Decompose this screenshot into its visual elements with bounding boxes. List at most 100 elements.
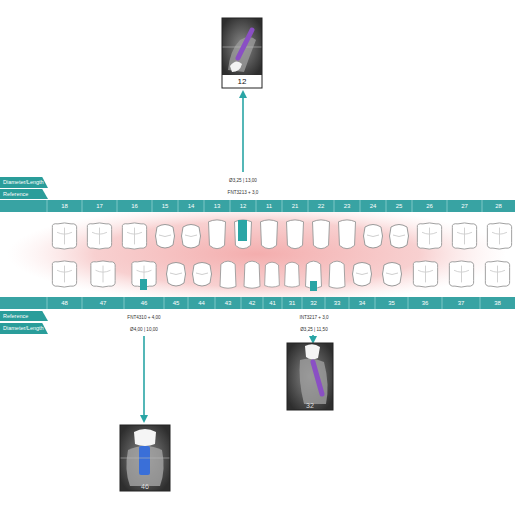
tooth-number: 32 (302, 297, 325, 309)
tooth (449, 261, 474, 287)
tooth-number: 15 (152, 200, 178, 212)
tooth (487, 223, 512, 249)
header-tab: Diameter/Length (0, 177, 48, 188)
tooth-number: 24 (360, 200, 386, 212)
implant-spec: FNT3213 + 3,0 (213, 190, 273, 195)
ct-thumbnail: 46 (120, 425, 170, 491)
tooth-number: 18 (47, 200, 82, 212)
tooth-number: 44 (188, 297, 215, 309)
tab-label: Diameter/Length (3, 325, 44, 331)
leader-arrow (143, 336, 145, 421)
tooth-number: 32 (287, 401, 333, 410)
tooth-number: 27 (447, 200, 482, 212)
tooth-number: 48 (47, 297, 82, 309)
tooth-number: 43 (215, 297, 241, 309)
tooth-number: 36 (408, 297, 442, 309)
tooth (91, 261, 116, 287)
tooth (182, 225, 201, 249)
tooth (193, 263, 212, 287)
tooth (156, 225, 175, 249)
tooth-number: 12 (222, 75, 262, 88)
ct-thumbnail: 12 (222, 18, 262, 88)
tooth-number: 46 (124, 297, 164, 309)
ct-image (222, 18, 262, 88)
tooth (339, 220, 356, 249)
tooth-number: 42 (241, 297, 263, 309)
tooth-number: 41 (263, 297, 282, 309)
tooth-number: 23 (334, 200, 360, 212)
tooth-number: 46 (120, 482, 170, 491)
implant-spec: Ø3,25 | 13,00 (213, 178, 273, 183)
tooth (390, 225, 409, 249)
tooth-number: 14 (178, 200, 204, 212)
ct-image (287, 343, 333, 410)
tooth (52, 223, 77, 249)
tooth-number: 28 (482, 200, 515, 212)
tab-label: Reference (3, 191, 28, 197)
tooth-number: 17 (82, 200, 117, 212)
tooth-number-band (0, 297, 515, 309)
tooth (329, 261, 345, 288)
tooth-number: 12 (230, 200, 256, 212)
tab-label: Reference (3, 313, 28, 319)
tooth (452, 223, 477, 249)
tooth-number: 45 (164, 297, 188, 309)
tooth-number: 25 (386, 200, 412, 212)
tooth-number: 37 (442, 297, 480, 309)
tooth-number: 33 (325, 297, 349, 309)
tooth (52, 261, 77, 287)
leader-arrow (312, 335, 314, 342)
implant-marker (310, 281, 317, 291)
tab-label: Diameter/Length (3, 179, 44, 185)
tooth-number: 26 (412, 200, 447, 212)
tooth-number: 16 (117, 200, 152, 212)
tooth (285, 262, 300, 287)
tooth-number: 22 (308, 200, 334, 212)
tooth-number: 21 (282, 200, 308, 212)
tooth (417, 223, 442, 249)
tooth (413, 261, 438, 287)
implant-marker (140, 279, 147, 290)
implant-spec: Ø4,00 | 10,00 (114, 327, 174, 332)
upper-teeth (52, 220, 512, 249)
cell-dividers (47, 200, 482, 212)
tooth (353, 263, 372, 287)
implant-marker (238, 220, 247, 241)
header-tab: Reference (0, 311, 48, 321)
tooth (87, 223, 112, 249)
tooth-number: 47 (82, 297, 124, 309)
implant-spec: Ø3,25 | 11,50 (284, 327, 344, 332)
tooth (313, 220, 330, 249)
tooth (364, 225, 383, 249)
leader-arrow (242, 92, 244, 172)
ct-thumbnail: 32 (287, 343, 333, 410)
tooth-number: 13 (204, 200, 230, 212)
tooth (244, 261, 260, 288)
tooth-number: 31 (282, 297, 302, 309)
header-tab: Diameter/Length (0, 323, 48, 334)
tooth-number: 34 (349, 297, 375, 309)
tooth (220, 261, 236, 288)
tooth (235, 220, 252, 249)
tooth (261, 220, 278, 249)
tooth (265, 262, 280, 287)
gum-glow (7, 204, 507, 304)
header-tab: Reference (0, 189, 48, 199)
tooth-number: 38 (480, 297, 515, 309)
tooth-number: 35 (375, 297, 408, 309)
tooth-number-band (0, 200, 515, 212)
lower-teeth (52, 261, 510, 288)
implant-spec: FNT4310 + 4,00 (114, 315, 174, 320)
tooth (209, 220, 226, 249)
tooth (287, 220, 304, 249)
tooth (167, 263, 186, 287)
tooth-number: 11 (256, 200, 282, 212)
tooth (122, 223, 147, 249)
tooth (383, 263, 402, 287)
cell-dividers (47, 297, 480, 309)
ct-image (120, 425, 170, 491)
implant-spec: INT3217 + 3,0 (284, 315, 344, 320)
tooth (485, 261, 510, 287)
